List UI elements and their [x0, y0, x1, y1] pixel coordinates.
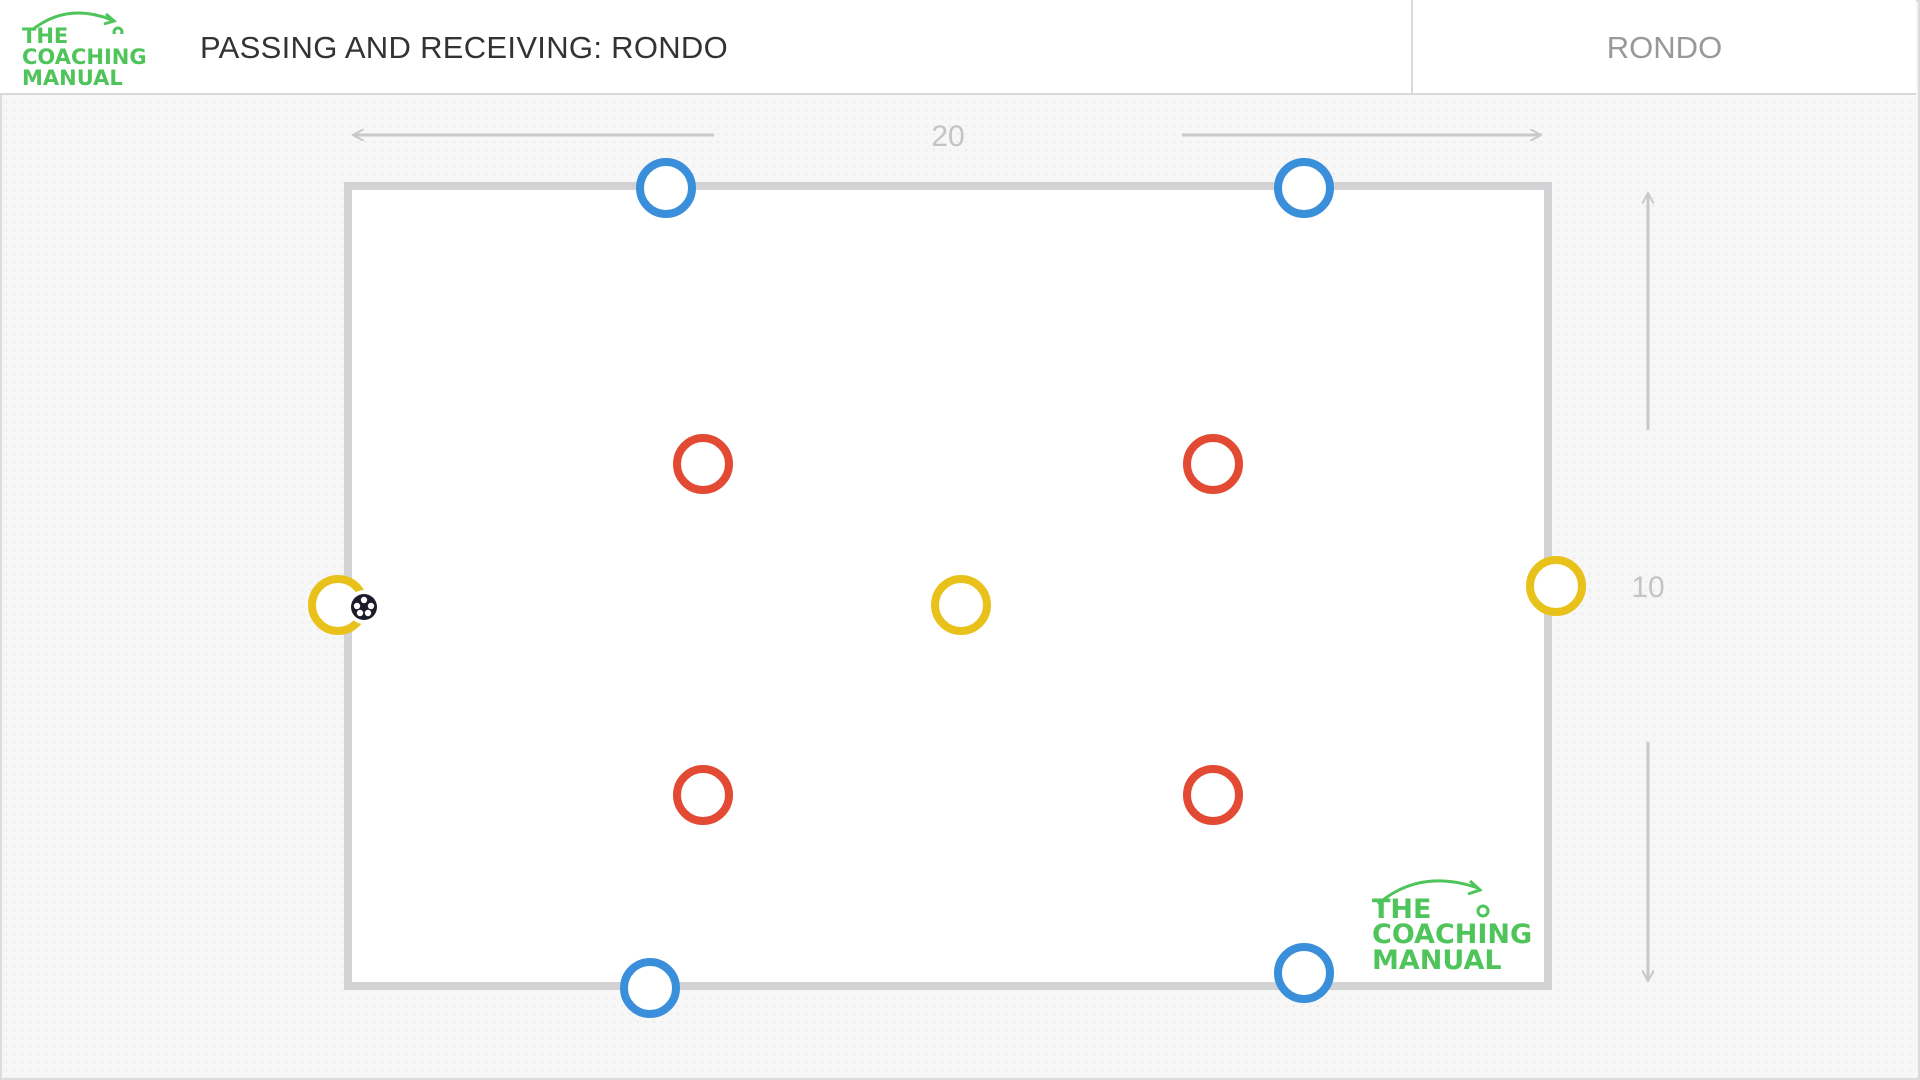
coaching-manual-logo: THE COACHING MANUAL — [22, 10, 162, 90]
header-bar: THE COACHING MANUAL PASSING AND RECEIVIN… — [0, 0, 1916, 95]
watermark-line2: COACHING — [1372, 919, 1532, 950]
watermark-line3: MANUAL — [1372, 945, 1502, 976]
blue-player-marker — [620, 958, 680, 1018]
blue-player-marker — [636, 158, 696, 218]
logo-arrow-icon — [31, 11, 124, 34]
blue-player-marker — [1274, 158, 1334, 218]
height-dimension-label: 10 — [1631, 571, 1664, 604]
page-title: PASSING AND RECEIVING: RONDO — [200, 30, 729, 65]
red-player-marker — [1183, 434, 1243, 494]
red-player-marker — [673, 765, 733, 825]
width-dimension-label: 20 — [931, 120, 964, 153]
soccer-ball-icon — [347, 590, 381, 624]
blue-player-marker — [1274, 943, 1334, 1003]
coaching-manual-watermark: THE COACHING MANUAL — [1372, 879, 1532, 976]
yellow-player-marker — [1526, 556, 1586, 616]
logo-text: THE COACHING MANUAL — [22, 24, 147, 90]
red-player-marker — [673, 434, 733, 494]
watermark-line1: THE — [1372, 894, 1431, 925]
page-tag: RONDO — [1606, 30, 1723, 65]
header-divider — [1411, 0, 1413, 93]
yellow-player-marker — [931, 575, 991, 635]
red-player-marker — [1183, 765, 1243, 825]
